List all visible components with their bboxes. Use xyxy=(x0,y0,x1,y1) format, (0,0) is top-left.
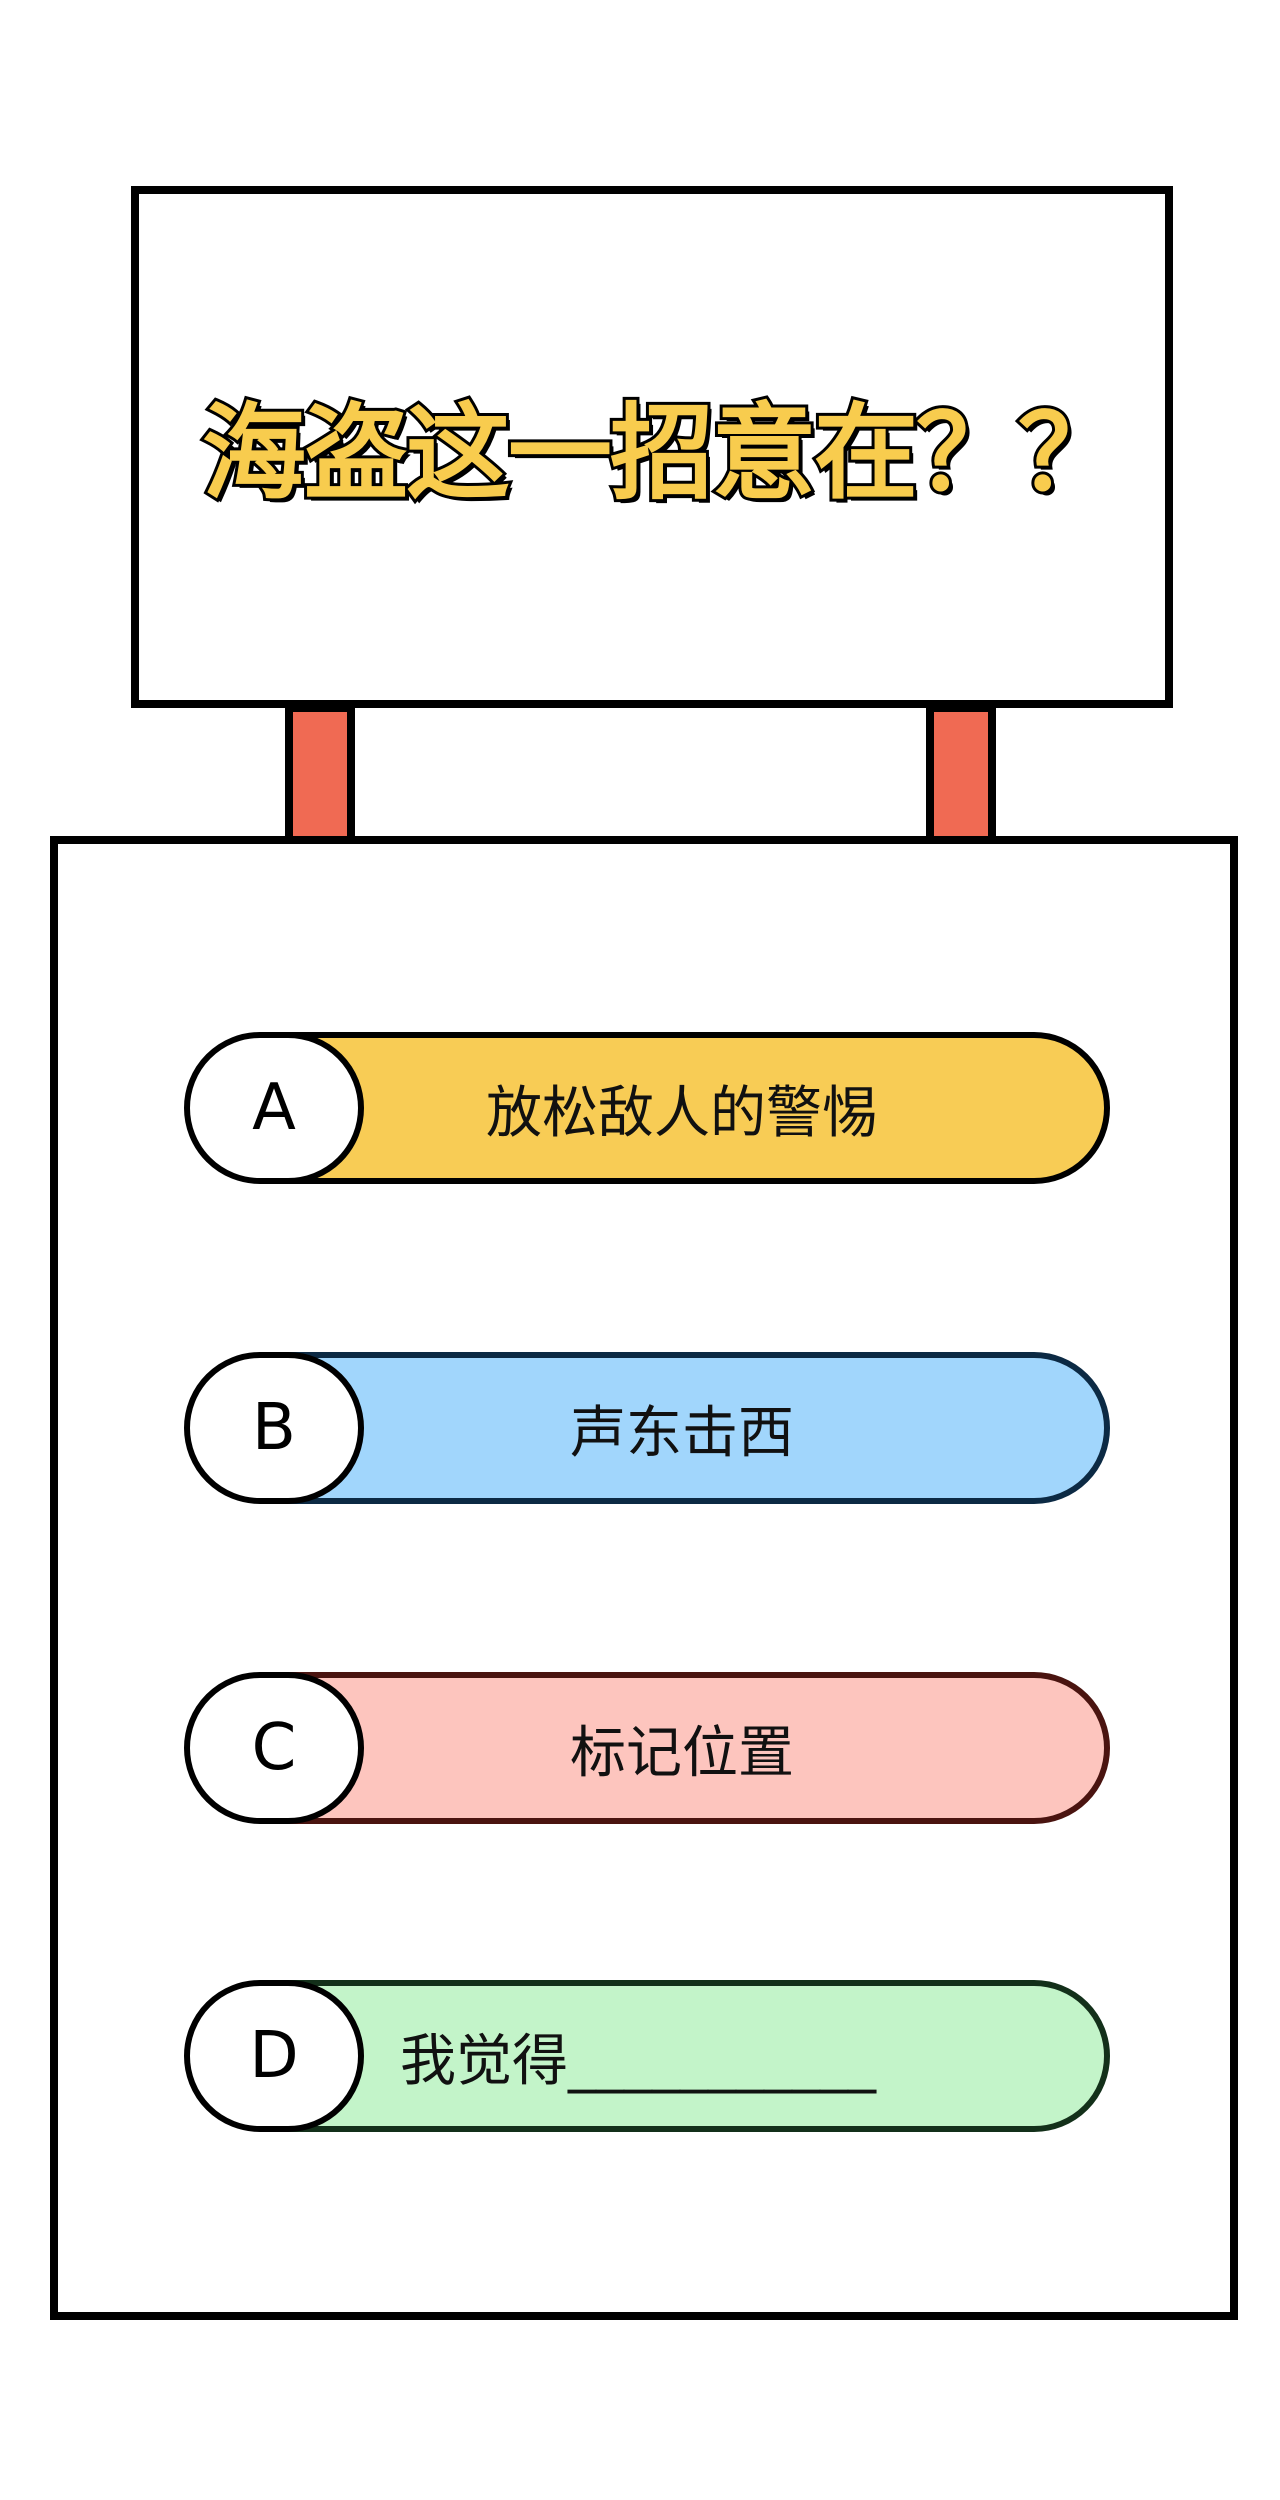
option-d-text: 我觉得___________ xyxy=(400,2028,876,2094)
option-a[interactable]: 放松敌人的警惕 A xyxy=(134,1032,1110,1184)
option-a-text: 放松敌人的警惕 xyxy=(486,1080,878,1146)
option-c-badge[interactable]: C xyxy=(184,1672,364,1824)
option-b-text: 声东击西 xyxy=(570,1400,794,1466)
option-d-letter: D xyxy=(249,2019,299,2093)
option-b-letter: B xyxy=(252,1391,296,1465)
sign-post-left xyxy=(285,704,355,844)
option-c-text: 标记位置 xyxy=(570,1720,794,1786)
option-a-letter: A xyxy=(252,1071,296,1145)
option-c-letter: C xyxy=(251,1711,297,1785)
option-a-badge[interactable]: A xyxy=(184,1032,364,1184)
option-b[interactable]: 声东击西 B xyxy=(134,1352,1110,1504)
question-title: 海盗这一招意在？？ xyxy=(199,389,1125,517)
option-d-badge[interactable]: D xyxy=(184,1980,364,2132)
option-b-badge[interactable]: B xyxy=(184,1352,364,1504)
option-d[interactable]: 我觉得___________ D xyxy=(134,1980,1110,2132)
question-sign: 海盗这一招意在？？ xyxy=(131,186,1173,708)
option-c[interactable]: 标记位置 C xyxy=(134,1672,1110,1824)
sign-post-right xyxy=(926,704,996,844)
